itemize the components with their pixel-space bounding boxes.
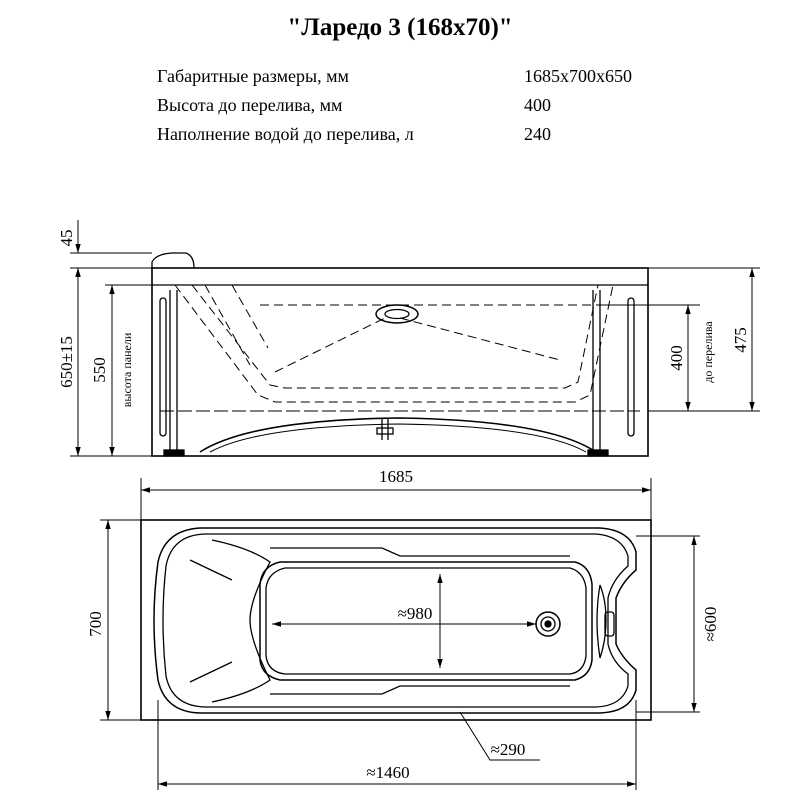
headrest-outline <box>151 252 195 269</box>
bottom-curve <box>199 417 597 453</box>
specs-table: Габаритные размеры, мм 1685x700x650 Высо… <box>157 66 677 153</box>
leg-center <box>381 418 389 440</box>
lower-ridge <box>270 685 570 695</box>
bottom-outline <box>259 561 593 681</box>
dim-inner-width-label: ≈600 <box>701 607 720 642</box>
dim-total-height-label: 650±15 <box>57 336 76 388</box>
bottom-outline-inner <box>265 567 587 675</box>
spec-value: 240 <box>524 124 551 144</box>
top-view-dimensions-length <box>140 478 652 520</box>
bowl-outline <box>153 527 637 714</box>
grip-right <box>627 297 635 437</box>
diagonal-dashed <box>274 317 561 373</box>
upper-ridge <box>270 547 570 557</box>
dim-panel-height-label: 550 <box>90 357 109 383</box>
spec-row-water-volume: Наполнение водой до перелива, л 240 <box>157 124 677 153</box>
spec-label: Высота до перелива, мм <box>157 95 343 115</box>
overflow-fitting-inner <box>384 308 410 320</box>
grip-left <box>159 297 167 437</box>
leg-left <box>169 290 178 450</box>
drain-inner <box>540 616 556 632</box>
side-view-dimension-labels: 45 650±15 550 высота панели 400 до перел… <box>57 230 750 408</box>
leg-right <box>592 290 601 450</box>
dim-bottom-length-label: ≈1460 <box>366 763 409 782</box>
bowl-outline-inner <box>162 533 629 708</box>
dim-rim-label: 45 <box>57 230 76 247</box>
backrest-outline <box>211 539 271 703</box>
spec-label: Габаритные размеры, мм <box>157 66 349 86</box>
foot-center <box>376 427 394 435</box>
spec-label: Наполнение водой до перелива, л <box>157 124 414 144</box>
backrest-inner <box>189 559 233 683</box>
drawing-title: "Ларедо 3 (168x70)" <box>287 14 513 41</box>
dim-bottom-width-label: ≈290 <box>491 740 526 759</box>
overflow-fitting <box>375 304 419 324</box>
bottom-curve-inner <box>209 423 587 453</box>
side-view-body <box>151 267 649 457</box>
top-view-dimensions <box>100 519 700 790</box>
dim-inner-length-label: ≈980 <box>398 604 433 623</box>
panel-height-caption: высота панели <box>120 332 134 407</box>
dim-length-label: 1685 <box>379 467 413 486</box>
dim-overflow-label: 400 <box>667 345 686 371</box>
spec-value: 400 <box>524 95 551 115</box>
inner-bowl-dashed-2 <box>191 284 599 389</box>
top-view-dimension-labels: 700 ≈600 ≈980 ≈290 ≈1460 <box>86 604 720 782</box>
dim-475-label: 475 <box>731 327 750 353</box>
drain-core <box>544 620 552 628</box>
spec-row-dimensions: Габаритные размеры, мм 1685x700x650 <box>157 66 677 95</box>
inner-bowl-dashed <box>174 284 614 403</box>
side-view <box>151 252 649 457</box>
inner-backrest-dashed <box>204 284 269 366</box>
top-view-outer <box>140 519 652 721</box>
side-view-dimensions <box>70 220 760 457</box>
foot-right <box>587 449 609 457</box>
dim-width-label: 700 <box>86 611 105 637</box>
leader-bottom-width <box>459 711 540 761</box>
spec-value: 1685x700x650 <box>524 66 632 86</box>
spec-row-overflow-height: Высота до перелива, мм 400 <box>157 95 677 124</box>
overflow-caption: до перелива <box>701 321 715 383</box>
foot-left <box>163 449 185 457</box>
overflow-mount <box>596 584 607 659</box>
overflow-valve <box>604 611 615 637</box>
top-view <box>140 519 652 721</box>
